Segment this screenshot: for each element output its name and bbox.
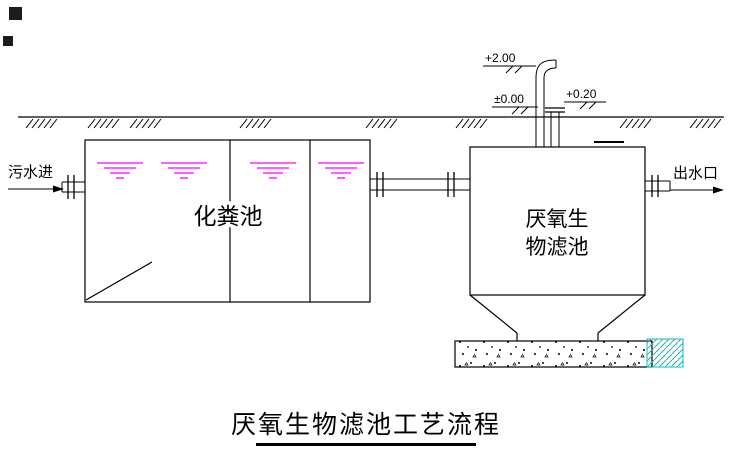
elevation-vent: +0.20 [564, 87, 606, 110]
inlet-label: 污水进 [8, 164, 53, 181]
septic-tank-label: 化粪池 [194, 203, 263, 229]
filter-tank-label-line2: 物滤池 [526, 236, 589, 259]
title-block: 厌氧生物滤池工艺流程 [231, 411, 501, 446]
septic-tank-outline [84, 139, 371, 303]
inlet-arrow-head [53, 185, 64, 193]
foundation-slab [454, 340, 653, 368]
water-mark-2 [160, 162, 208, 179]
top-pipes [535, 59, 565, 147]
septic-tank-slope-line [85, 261, 153, 301]
filter-hopper-right [597, 294, 646, 334]
filter-hopper-left [469, 294, 518, 334]
filter-tank-outline [469, 146, 646, 296]
ground-hatches [25, 118, 722, 129]
corner-mark-1 [9, 7, 22, 20]
filter-tank [469, 141, 646, 341]
foundation-hatch-section [646, 338, 684, 368]
elevation-ground-value: ±0.00 [494, 92, 524, 106]
water-mark-4 [317, 162, 365, 179]
foundation [454, 338, 684, 368]
water-mark-1 [96, 162, 144, 179]
corner-marks [3, 7, 22, 46]
outlet-arrow-head [713, 186, 724, 194]
septic-tank [84, 139, 371, 303]
water-mark-3 [249, 162, 297, 179]
outlet: 出水口 [645, 165, 724, 197]
title-underline [256, 443, 476, 446]
drawing-title: 厌氧生物滤池工艺流程 [231, 411, 501, 439]
connecting-pipe [370, 172, 470, 197]
elevation-vent-value: +0.20 [566, 87, 597, 101]
inlet: 污水进 [8, 164, 85, 199]
elevation-top-value: +2.00 [485, 51, 516, 65]
outlet-label: 出水口 [673, 165, 718, 182]
elevation-ground: ±0.00 [492, 92, 538, 115]
filter-tank-label-line1: 厌氧生 [526, 208, 589, 231]
corner-mark-2 [3, 36, 13, 46]
elevation-markers: +2.00 ±0.00 +0.20 [483, 51, 606, 115]
elevation-top: +2.00 [483, 51, 536, 74]
